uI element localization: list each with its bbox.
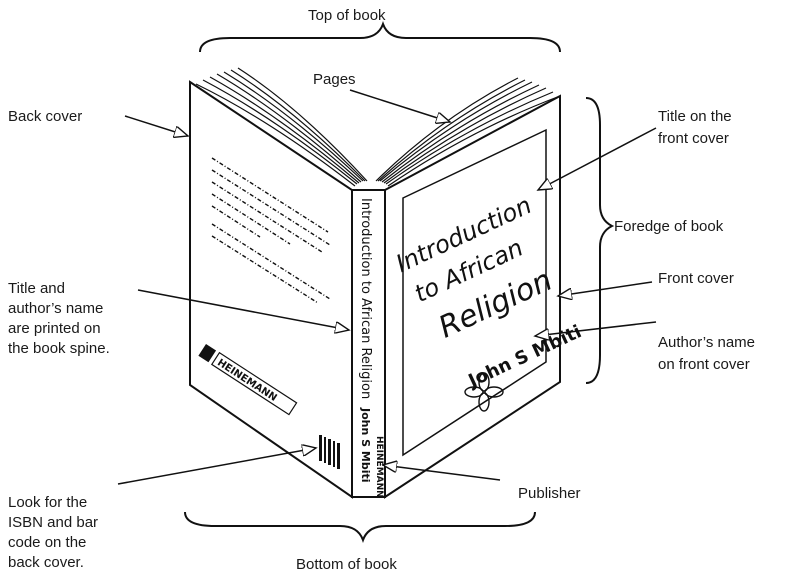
label-bottom-of-book: Bottom of book [296,556,397,574]
label-spine-1: Title and [8,280,65,298]
label-isbn-1: Look for the [8,494,87,512]
spine-author: John S Mbiti [359,407,372,483]
label-publisher: Publisher [518,485,581,503]
label-spine-3: are printed on [8,320,101,338]
label-spine-2: author’s name [8,300,103,318]
label-isbn-2: ISBN and bar [8,514,98,532]
label-front-cover: Front cover [658,270,734,288]
label-author-front-1: Author’s name [658,334,755,352]
pointer-back-cover [125,116,188,136]
label-back-cover: Back cover [8,108,82,126]
foredge-brace [586,98,612,383]
top-brace [200,24,560,52]
label-title-front-2: front cover [658,130,729,148]
label-title-front-1: Title on the [658,108,732,126]
spine-publisher: HEINEMANN [374,436,384,498]
bottom-brace [185,512,535,540]
label-spine-4: the book spine. [8,340,110,358]
label-isbn-4: back cover. [8,554,84,572]
label-top-of-book: Top of book [308,7,386,25]
pointer-pages-left [350,90,450,122]
label-author-front-2: on front cover [658,356,750,374]
spine-title: Introduction to African Religion [358,198,373,399]
pointer-isbn [118,448,316,484]
label-foredge: Foredge of book [614,218,723,236]
label-pages: Pages [313,71,356,89]
pointer-front-cover [558,282,652,296]
label-isbn-3: code on the [8,534,86,552]
